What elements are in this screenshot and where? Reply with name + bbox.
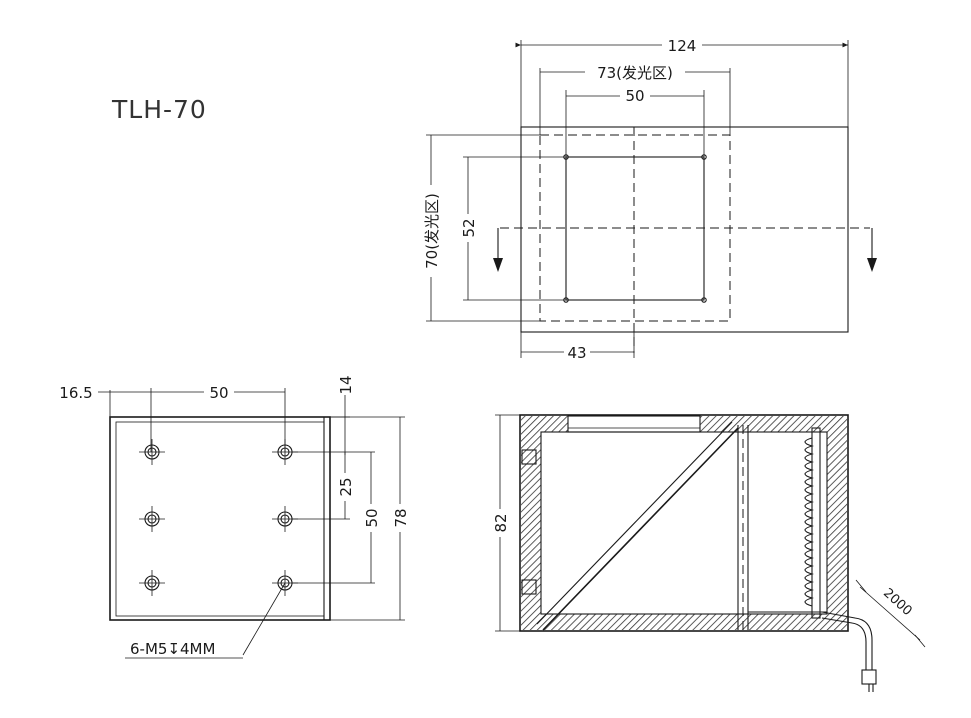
hatched-bottom (541, 614, 827, 630)
dim-label-section-height: 82 (492, 513, 510, 532)
product-title: TLH-70 (111, 95, 207, 124)
cable (821, 617, 867, 670)
bottom-view-outline (109, 416, 331, 621)
diagonal-mirror-edge (536, 421, 733, 625)
top-view-body-outline (520, 126, 849, 333)
section-arrowhead-right (867, 258, 877, 272)
dimension-tick (914, 634, 926, 648)
section-view: 2000 82 (492, 414, 926, 692)
window-corner (701, 297, 707, 303)
dim-label-top-offset: 14 (337, 375, 355, 394)
section-arrowhead-left (493, 258, 503, 272)
bottom-view: 16.5 50 14 25 50 78 6-M5↧4MM (54, 375, 410, 659)
dim-label-hole-spacing-y1: 25 (337, 477, 355, 496)
hatched-right-wall (827, 432, 847, 630)
mount-tab (521, 579, 537, 595)
dim-label-hole-spacing-x: 50 (209, 384, 228, 402)
led-bumps (804, 437, 815, 607)
hatched-left-wall (521, 432, 541, 630)
dim-label-cable: 2000 (880, 586, 915, 619)
section-outline (519, 414, 849, 632)
window-slot (567, 415, 701, 433)
dim-label-width: 124 (668, 37, 697, 55)
dim-label-height: 78 (392, 508, 410, 527)
hatched-top-left (521, 416, 568, 432)
diagonal-mirror (542, 427, 739, 631)
dim-label-emit-width: 73(发光区) (597, 64, 673, 82)
top-view: 124 73(发光区) 50 70(发光区) 52 43 (422, 37, 877, 362)
dimension-tick (855, 579, 867, 593)
mounting-holes (139, 439, 298, 596)
inner-cavity (540, 431, 828, 615)
cable-connector (861, 669, 877, 685)
cable (821, 611, 873, 670)
led-array (804, 437, 815, 607)
dim-label-window-width: 50 (625, 87, 644, 105)
hatched-top-right (700, 416, 847, 432)
dim-label-hole-spacing-y2: 50 (363, 508, 381, 527)
dimension-line-2000 (859, 586, 921, 641)
dim-label-window-height: 52 (460, 218, 478, 237)
led-board (811, 427, 821, 619)
dim-label-offset: 43 (567, 344, 586, 362)
hole-note: 6-M5↧4MM (130, 640, 215, 658)
dim-label-emit-height: 70(发光区) (423, 193, 441, 269)
mount-tab (521, 449, 537, 465)
dim-label-edge: 16.5 (59, 384, 92, 402)
leader-line (242, 582, 286, 656)
